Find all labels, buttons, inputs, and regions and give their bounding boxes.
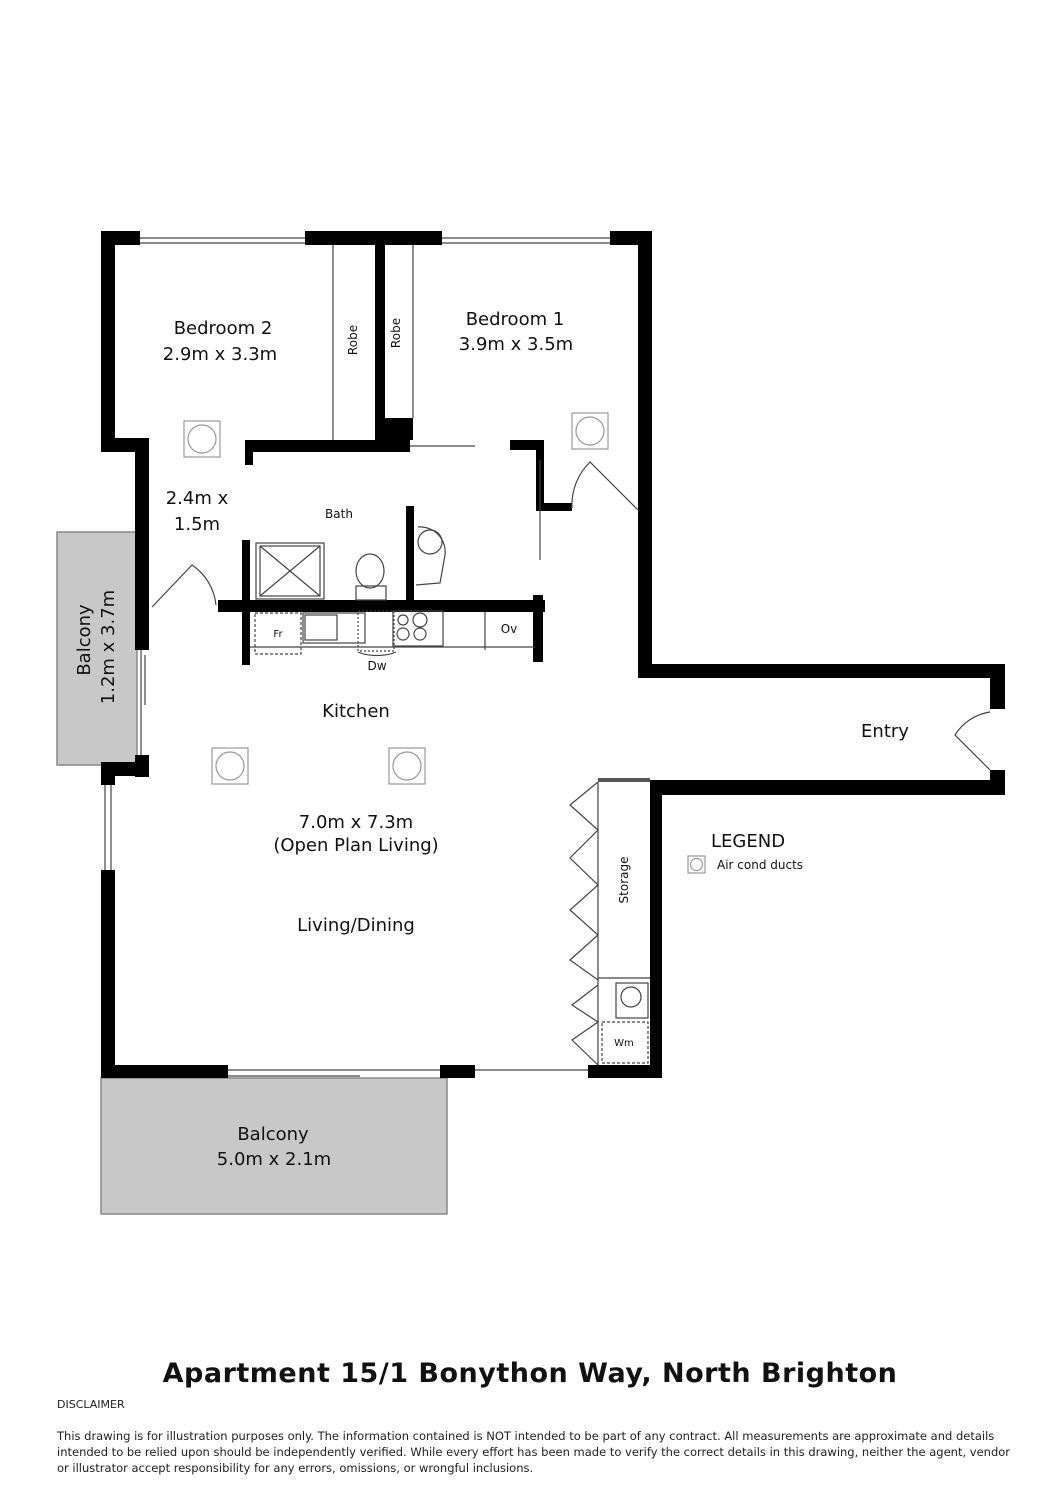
- air-cond-duct-icon: [571, 412, 609, 450]
- living-label: Living/Dining: [297, 915, 415, 936]
- air-cond-duct-icon: [687, 855, 706, 874]
- oven-label: Ov: [501, 622, 518, 636]
- balcony-side: [56, 531, 138, 766]
- balcony-bottom-label: Balcony: [237, 1124, 309, 1145]
- hall-size-line2: 1.5m: [174, 514, 220, 535]
- bedroom1-size: 3.9m x 3.5m: [459, 334, 573, 355]
- dishwasher-label: Dw: [367, 659, 386, 673]
- robe-label: Robe: [389, 318, 403, 348]
- living-note: (Open Plan Living): [273, 835, 438, 856]
- air-cond-duct-icon: [183, 420, 221, 458]
- air-cond-duct-icon: [388, 747, 426, 785]
- hall-size-line1: 2.4m x: [166, 488, 229, 509]
- washing-machine-label: Wm: [614, 1038, 634, 1049]
- air-cond-ducts: [183, 412, 706, 874]
- disclaimer-heading: DISCLAIMER: [57, 1398, 125, 1411]
- bedroom2-label: Bedroom 2: [174, 318, 273, 339]
- balcony-bottom-size: 5.0m x 2.1m: [217, 1149, 331, 1170]
- balcony-bottom: [100, 1077, 448, 1215]
- legend-title: LEGEND: [711, 831, 785, 852]
- legend-item-label: Air cond ducts: [717, 858, 803, 872]
- fridge-label: Fr: [273, 629, 283, 640]
- balcony-side-label: Balcony: [74, 604, 95, 676]
- bath-label: Bath: [325, 507, 353, 521]
- bedroom2-size: 2.9m x 3.3m: [163, 344, 277, 365]
- fixtures: [104, 237, 991, 1077]
- living-size: 7.0m x 7.3m: [299, 812, 413, 833]
- robe-label: Robe: [346, 325, 360, 355]
- kitchen-label: Kitchen: [322, 701, 390, 722]
- disclaimer-text: This drawing is for illustration purpose…: [57, 1429, 1011, 1475]
- balcony-side-size: 1.2m x 3.7m: [98, 590, 119, 704]
- entry-label: Entry: [861, 721, 909, 742]
- air-cond-duct-icon: [211, 747, 249, 785]
- bedroom1-label: Bedroom 1: [466, 309, 565, 330]
- page-title: Apartment 15/1 Bonython Way, North Brigh…: [162, 1358, 898, 1389]
- storage-label: Storage: [617, 857, 631, 904]
